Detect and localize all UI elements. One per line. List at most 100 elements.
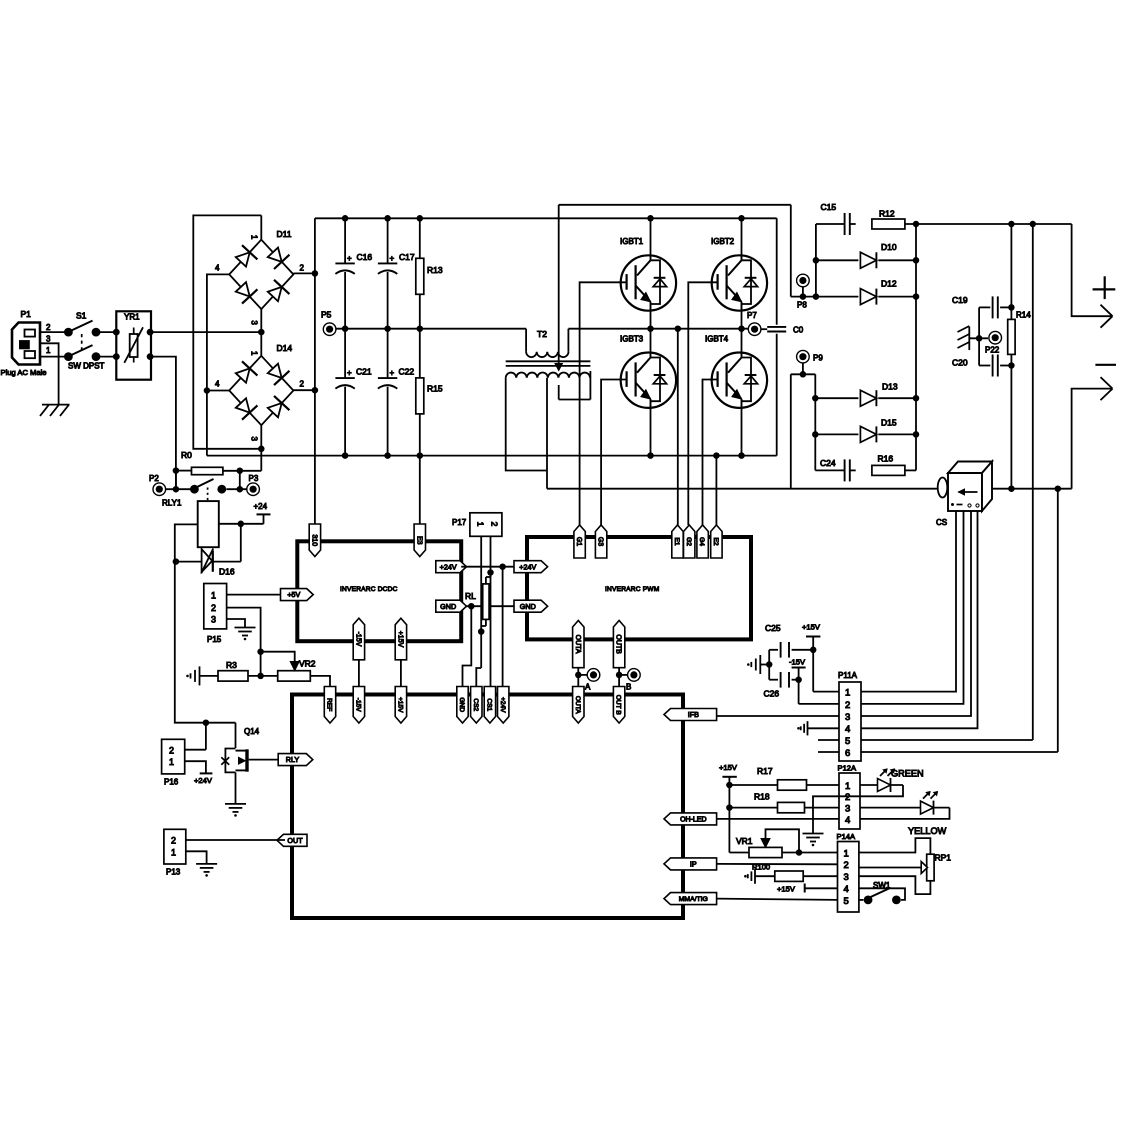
svg-text:D15: D15	[881, 418, 897, 428]
svg-text:+24V: +24V	[519, 562, 536, 571]
svg-text:1: 1	[250, 235, 259, 240]
svg-text:CS2: CS2	[472, 698, 479, 711]
svg-text:3: 3	[211, 615, 216, 625]
svg-text:P16: P16	[164, 778, 179, 787]
svg-text:Plug AC Male: Plug AC Male	[1, 368, 47, 377]
svg-text:C17: C17	[399, 252, 415, 262]
svg-text:2: 2	[845, 792, 850, 803]
svg-text:R15: R15	[427, 384, 443, 394]
svg-text:6: 6	[845, 748, 850, 759]
svg-text:R3: R3	[226, 660, 237, 670]
svg-text:+: +	[390, 254, 395, 263]
svg-text:2: 2	[171, 836, 176, 846]
svg-text:1: 1	[844, 848, 849, 859]
svg-text:C19: C19	[952, 295, 968, 305]
svg-text:P5: P5	[321, 310, 332, 320]
svg-text:VR2: VR2	[299, 659, 316, 669]
svg-text:4: 4	[215, 263, 220, 272]
svg-text:A: A	[585, 683, 591, 692]
svg-text:4: 4	[845, 815, 850, 826]
svg-text:G3: G3	[597, 537, 604, 546]
svg-text:R100: R100	[752, 863, 770, 872]
svg-text:-15V: -15V	[355, 698, 362, 713]
svg-text:T2: T2	[537, 329, 547, 339]
svg-text:+: +	[347, 254, 352, 263]
svg-text:R17: R17	[757, 766, 773, 776]
svg-text:C20: C20	[952, 358, 968, 368]
svg-text:CS: CS	[936, 518, 947, 527]
svg-text:D13: D13	[882, 382, 898, 392]
svg-text:IGBT4: IGBT4	[705, 335, 729, 344]
svg-text:RL: RL	[465, 591, 476, 601]
svg-text:-15V: -15V	[355, 632, 362, 647]
svg-text:P8: P8	[797, 301, 807, 310]
svg-text:IGBT2: IGBT2	[711, 237, 735, 246]
svg-text:P12A: P12A	[838, 764, 858, 773]
svg-text:2: 2	[300, 380, 305, 389]
svg-text:B: B	[626, 683, 631, 692]
svg-text:GND: GND	[520, 602, 536, 611]
svg-text:D16: D16	[219, 567, 235, 577]
svg-text:1: 1	[250, 351, 259, 356]
svg-text:5: 5	[845, 736, 850, 747]
svg-text:C15: C15	[821, 202, 837, 212]
svg-text:SW1: SW1	[873, 881, 891, 890]
svg-text:4: 4	[845, 724, 850, 735]
svg-text:RP1: RP1	[935, 853, 952, 863]
svg-text:VR1: VR1	[736, 836, 753, 846]
svg-text:R18: R18	[754, 792, 770, 802]
svg-text:1: 1	[46, 346, 51, 355]
svg-text:YR1: YR1	[124, 313, 140, 322]
svg-text:Q14: Q14	[244, 727, 260, 736]
svg-text:P14A: P14A	[837, 832, 857, 841]
svg-text:IFB: IFB	[688, 710, 699, 719]
svg-text:GREEN: GREEN	[891, 769, 924, 779]
svg-text:CS1: CS1	[486, 698, 493, 711]
svg-text:OUTA: OUTA	[574, 635, 581, 654]
svg-text:P1: P1	[21, 309, 32, 319]
svg-text:RLY1: RLY1	[162, 499, 182, 508]
svg-text:+15V: +15V	[719, 763, 738, 772]
svg-text:+24: +24	[254, 502, 268, 511]
svg-text:G2: G2	[685, 537, 692, 546]
svg-text:1: 1	[211, 590, 216, 600]
svg-text:P3: P3	[249, 474, 259, 483]
svg-text:2: 2	[211, 603, 216, 613]
svg-text:GND: GND	[440, 602, 456, 611]
svg-text:3: 3	[250, 437, 259, 442]
svg-text:+24V: +24V	[499, 697, 506, 713]
svg-text:P11A: P11A	[838, 671, 858, 680]
svg-text:D14: D14	[277, 343, 293, 353]
svg-text:INVERARC DCDC: INVERARC DCDC	[340, 586, 398, 593]
svg-text:E2: E2	[712, 537, 719, 545]
svg-text:2: 2	[844, 860, 849, 871]
svg-text:C25: C25	[765, 623, 781, 633]
svg-text:3: 3	[844, 872, 849, 883]
svg-text:R14: R14	[1016, 311, 1031, 320]
svg-text:P17: P17	[452, 518, 467, 527]
svg-text:+15V: +15V	[397, 631, 404, 648]
svg-text:P7: P7	[747, 311, 757, 320]
svg-text:3: 3	[46, 335, 51, 344]
svg-text:3: 3	[250, 320, 259, 325]
svg-text:+15V: +15V	[777, 885, 796, 894]
svg-text:OUT: OUT	[287, 836, 303, 845]
svg-text:C16: C16	[357, 252, 373, 262]
svg-text:+15V: +15V	[397, 697, 404, 713]
svg-text:GND: GND	[458, 697, 465, 712]
svg-text:1: 1	[845, 781, 850, 792]
svg-text:INVERARC PWM: INVERARC PWM	[605, 586, 659, 593]
svg-text:G4: G4	[698, 537, 705, 546]
svg-text:3: 3	[845, 804, 850, 815]
svg-text:C26: C26	[764, 689, 780, 699]
svg-text:+24V: +24V	[440, 562, 457, 571]
svg-text:+15V: +15V	[802, 623, 821, 632]
svg-text:IGBT1: IGBT1	[620, 237, 644, 246]
svg-text:D11: D11	[277, 229, 292, 239]
svg-text:C21: C21	[356, 367, 372, 377]
svg-text:+: +	[347, 369, 352, 378]
svg-text:P15: P15	[207, 635, 222, 644]
svg-text:E3: E3	[415, 536, 422, 545]
svg-text:OUTA: OUTA	[574, 696, 581, 714]
svg-text:310: 310	[311, 534, 318, 546]
